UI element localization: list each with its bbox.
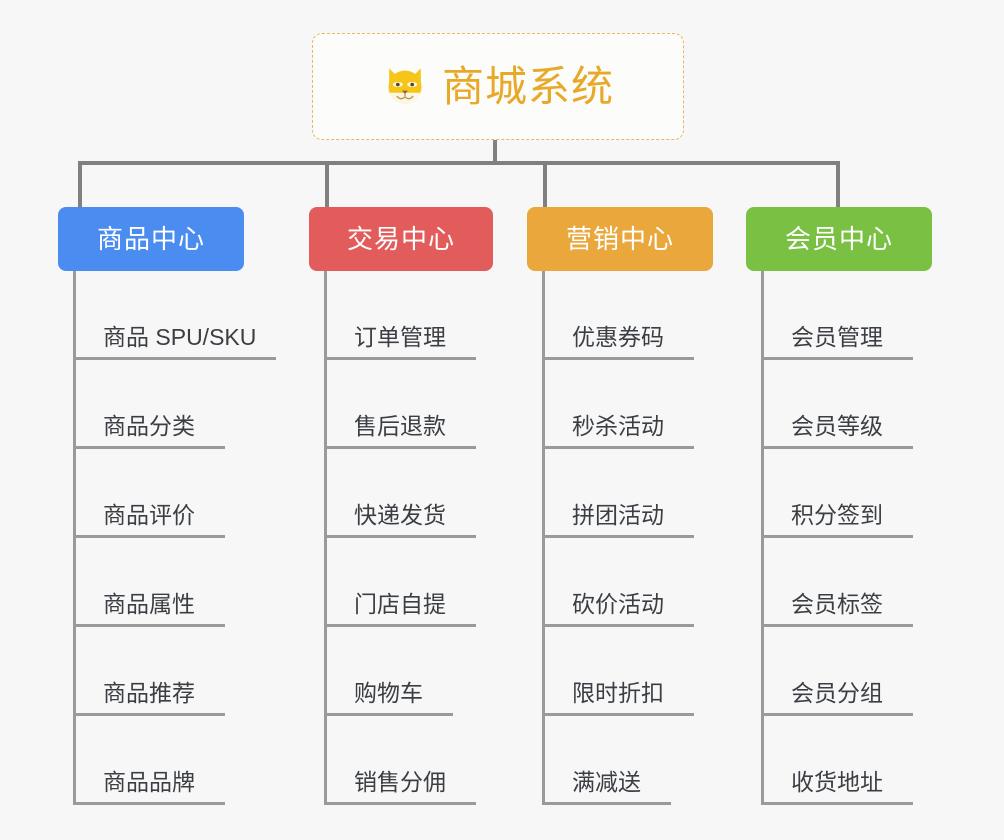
leaf-label: 购物车 bbox=[354, 679, 423, 706]
leaf-label: 售后退款 bbox=[354, 412, 446, 439]
leaf-rule bbox=[761, 802, 913, 805]
category-box-2[interactable]: 交易中心 bbox=[309, 207, 493, 271]
connector-drop-1 bbox=[78, 161, 82, 207]
leaf-label: 优惠券码 bbox=[572, 323, 664, 350]
leaf-rule bbox=[761, 624, 913, 627]
leaf-label: 商品品牌 bbox=[103, 768, 195, 795]
category-label-2: 交易中心 bbox=[346, 224, 455, 254]
connector-drop-2 bbox=[325, 161, 329, 207]
leaf-rule bbox=[761, 446, 913, 449]
leaf-label: 会员等级 bbox=[791, 412, 883, 439]
leaf-label: 商品 SPU/SKU bbox=[103, 323, 257, 350]
leaf-label: 门店自提 bbox=[354, 590, 446, 617]
root-node[interactable]: 商城系统 bbox=[312, 33, 684, 140]
leaf-label: 会员分组 bbox=[791, 679, 883, 706]
leaf-rule bbox=[542, 535, 694, 538]
leaf-label: 砍价活动 bbox=[572, 590, 664, 617]
leaf-label: 商品推荐 bbox=[103, 679, 195, 706]
leaf-spine-4 bbox=[761, 271, 764, 805]
leaf-label: 订单管理 bbox=[354, 323, 446, 350]
leaf-label: 秒杀活动 bbox=[572, 412, 664, 439]
leaf-label: 满减送 bbox=[572, 768, 641, 795]
leaf-label: 限时折扣 bbox=[572, 679, 664, 706]
leaf-rule bbox=[761, 357, 913, 360]
leaf-rule bbox=[542, 624, 694, 627]
leaf-rule bbox=[761, 535, 913, 538]
category-box-4[interactable]: 会员中心 bbox=[746, 207, 932, 271]
leaf-rule bbox=[542, 802, 671, 805]
shiba-dog-face-icon bbox=[388, 67, 422, 104]
leaf-rule bbox=[73, 535, 225, 538]
leaf-rule bbox=[73, 802, 225, 805]
leaf-label: 积分签到 bbox=[791, 501, 883, 528]
leaf-label: 会员管理 bbox=[791, 323, 883, 350]
leaf-rule bbox=[324, 624, 476, 627]
connector-drop-4 bbox=[836, 161, 840, 207]
category-box-1[interactable]: 商品中心 bbox=[58, 207, 244, 271]
leaf-label: 会员标签 bbox=[791, 590, 883, 617]
leaf-label: 销售分佣 bbox=[354, 768, 446, 795]
leaf-rule bbox=[324, 357, 476, 360]
leaf-rule bbox=[324, 446, 476, 449]
leaf-label: 收货地址 bbox=[791, 768, 883, 795]
leaf-rule bbox=[324, 802, 476, 805]
category-box-3[interactable]: 营销中心 bbox=[527, 207, 713, 271]
leaf-label: 快递发货 bbox=[354, 501, 446, 528]
leaf-rule bbox=[324, 535, 476, 538]
leaf-rule bbox=[73, 624, 225, 627]
leaf-rule bbox=[542, 446, 694, 449]
category-label-4: 会员中心 bbox=[784, 224, 893, 254]
leaf-label: 商品属性 bbox=[103, 590, 195, 617]
connector-root-stem bbox=[493, 140, 497, 164]
category-label-3: 营销中心 bbox=[565, 224, 674, 254]
connector-horizontal-bus bbox=[78, 161, 840, 165]
connector-drop-3 bbox=[543, 161, 547, 207]
leaf-label: 商品评价 bbox=[103, 501, 195, 528]
leaf-rule bbox=[73, 713, 225, 716]
leaf-spine-3 bbox=[542, 271, 545, 805]
leaf-rule bbox=[73, 357, 276, 360]
leaf-rule bbox=[73, 446, 225, 449]
leaf-rule bbox=[542, 357, 694, 360]
leaf-label: 拼团活动 bbox=[572, 501, 664, 528]
leaf-rule bbox=[542, 713, 694, 716]
leaf-spine-1 bbox=[73, 271, 76, 805]
root-title: 商城系统 bbox=[441, 62, 614, 110]
category-label-1: 商品中心 bbox=[96, 224, 205, 254]
leaf-label: 商品分类 bbox=[103, 412, 195, 439]
leaf-spine-2 bbox=[324, 271, 327, 805]
leaf-rule bbox=[761, 713, 913, 716]
leaf-rule bbox=[324, 713, 453, 716]
